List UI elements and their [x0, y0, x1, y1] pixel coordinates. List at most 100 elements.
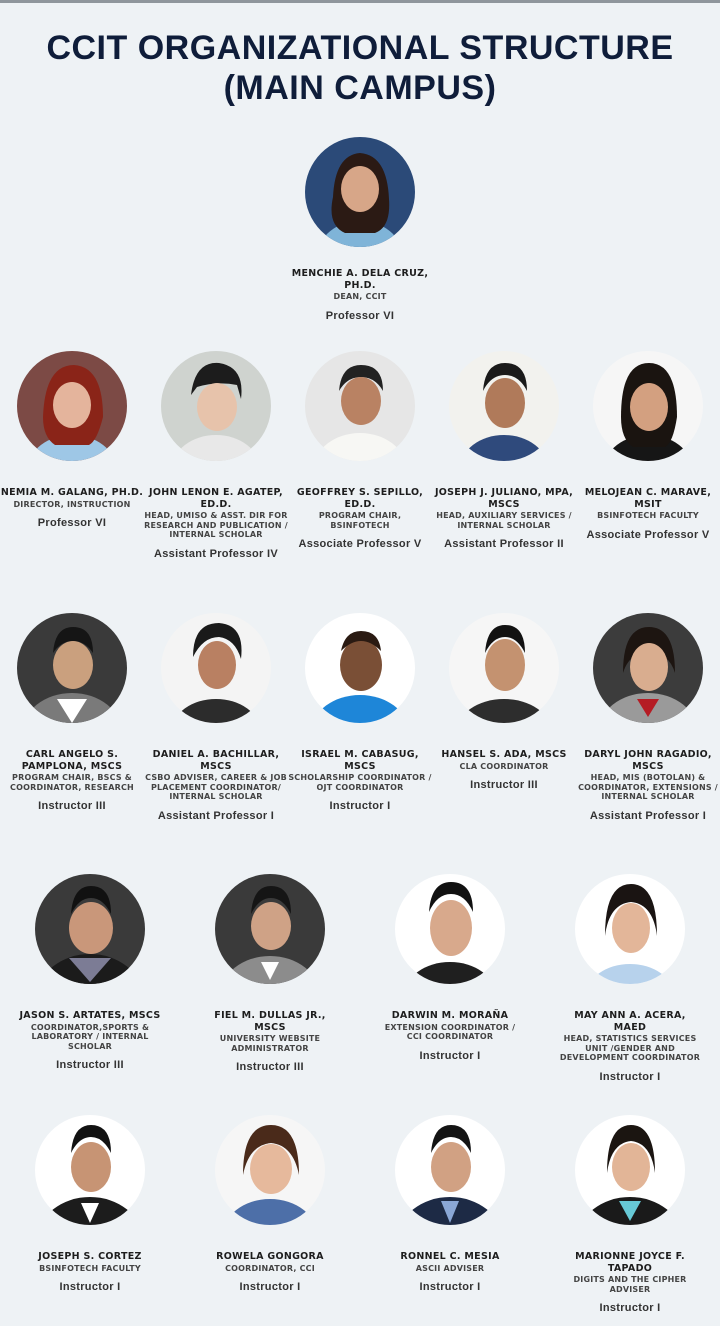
member-text: GEOFFREY S. SEPILLO, ED.D. PROGRAM CHAIR…	[288, 487, 432, 551]
member-name: DARYL JOHN RAGADIO, MSCS	[584, 749, 712, 772]
member-text: JOSEPH J. JULIANO, MPA, MSCS HEAD, AUXIL…	[432, 487, 576, 551]
member-text: JASON S. ARTATES, MSCS COORDINATOR,SPORT…	[18, 1010, 162, 1072]
member-role: HEAD, AUXILIARY SERVICES / INTERNAL SCHO…	[436, 511, 572, 530]
member-rank: Instructor I	[59, 1281, 121, 1294]
member-rank: Instructor III	[56, 1059, 124, 1072]
member-rank: Professor VI	[37, 517, 107, 530]
member-photo	[593, 351, 703, 461]
member-role: BSINFOTECH FACULTY	[597, 511, 699, 520]
member-name: HANSEL S. ADA, MSCS	[441, 749, 567, 760]
member-name: ROWELA GONGORA	[216, 1251, 324, 1262]
member-card: DARWIN M. MORAÑA EXTENSION COORDINATOR /…	[378, 874, 522, 1084]
member-role: COORDINATOR,SPORTS & LABORATORY / INTERN…	[30, 1022, 150, 1051]
member-card: DANIEL A. BACHILLAR, MSCS CSBO ADVISER, …	[144, 613, 288, 843]
member-card: GEOFFREY S. SEPILLO, ED.D. PROGRAM CHAIR…	[288, 351, 432, 581]
member-text: RONNEL C. MESIA ASCII ADVISER Instructor…	[378, 1251, 522, 1294]
member-name: ISRAEL M. CABASUG, MSCS	[301, 749, 419, 772]
member-card: JOHN LENON E. AGATEP, ED.D. HEAD, UMISO …	[144, 351, 288, 581]
member-rank: Assistant Professor IV	[154, 547, 278, 560]
member-name-text: MENCHIE A. DELA CRUZ, PH.D.	[291, 268, 429, 291]
member-photo	[575, 874, 685, 984]
member-text: MARIONNE JOYCE F. TAPADO DIGITS AND THE …	[558, 1251, 702, 1315]
dean-card: MENCHIE A. DELA CRUZ, PH.D. DEAN, CCIT P…	[288, 137, 432, 322]
member-photo	[215, 874, 325, 984]
member-name: JASON S. ARTATES, MSCS	[19, 1010, 161, 1021]
member-card: CARL ANGELO S. PAMPLONA, MSCS PROGRAM CH…	[0, 613, 144, 843]
member-role: PROGRAM CHAIR, BSINFOTECH	[318, 511, 402, 530]
member-card: RONNEL C. MESIA ASCII ADVISER Instructor…	[378, 1115, 522, 1305]
member-name: JOSEPH S. CORTEZ	[38, 1251, 142, 1262]
member-role: ASCII ADVISER	[415, 1263, 485, 1273]
member-photo	[449, 351, 559, 461]
member-role: HEAD, UMISO & ASST. DIR FOR RESEARCH AND…	[144, 511, 288, 540]
member-text: NEMIA M. GALANG, PH.D. DIRECTOR, INSTRUC…	[0, 487, 144, 530]
member-name: RONNEL C. MESIA	[400, 1251, 500, 1262]
member-card: FIEL M. DULLAS JR., MSCS UNIVERSITY WEBS…	[198, 874, 342, 1084]
member-text: DARWIN M. MORAÑA EXTENSION COORDINATOR /…	[378, 1010, 522, 1063]
member-name: NEMIA M. GALANG, PH.D.	[0, 487, 144, 498]
member-photo	[575, 1115, 685, 1225]
member-rank: Instructor I	[599, 1070, 661, 1083]
member-card: HANSEL S. ADA, MSCS CLA COORDINATOR Inst…	[432, 613, 576, 843]
member-photo	[395, 874, 505, 984]
member-photo	[17, 351, 127, 461]
member-rank: Assistant Professor I	[157, 809, 275, 822]
member-card: JOSEPH J. JULIANO, MPA, MSCS HEAD, AUXIL…	[432, 351, 576, 581]
member-rank: Instructor III	[236, 1061, 304, 1074]
dean-photo	[305, 137, 415, 247]
member-photo	[449, 613, 559, 723]
member-photo	[593, 613, 703, 723]
member-name: MARIONNE JOYCE F. TAPADO	[575, 1251, 685, 1274]
page-title: CCIT ORGANIZATIONAL STRUCTURE (MAIN CAMP…	[0, 28, 720, 108]
member-rank: Assistant Professor II	[444, 538, 564, 551]
member-rank: Instructor I	[329, 800, 391, 813]
member-card: MARIONNE JOYCE F. TAPADO DIGITS AND THE …	[558, 1115, 702, 1314]
member-photo	[161, 351, 271, 461]
member-role: DEAN, CCIT	[333, 292, 387, 301]
member-role: EXTENSION COORDINATOR / CCI COORDINATOR	[384, 1022, 516, 1042]
member-photo	[161, 613, 271, 723]
member-text: MAY ANN A. ACERA, MAED HEAD, STATISTICS …	[558, 1010, 702, 1084]
member-name: MELOJEAN C. MARAVE, MSIT	[584, 487, 712, 510]
member-rank: Instructor I	[239, 1281, 301, 1294]
member-name: GEOFFREY S. SEPILLO, ED.D.	[296, 487, 424, 510]
member-text: JOHN LENON E. AGATEP, ED.D. HEAD, UMISO …	[144, 487, 288, 561]
member-photo	[305, 613, 415, 723]
member-card: DARYL JOHN RAGADIO, MSCS HEAD, MIS (BOTO…	[576, 613, 720, 843]
member-name: DANIEL A. BACHILLAR, MSCS	[152, 749, 280, 772]
member-card: MELOJEAN C. MARAVE, MSIT BSINFOTECH FACU…	[576, 351, 720, 581]
member-photo	[35, 1115, 145, 1225]
member-text: MELOJEAN C. MARAVE, MSIT BSINFOTECH FACU…	[576, 487, 720, 542]
member-rank: Assistant Professor I	[589, 809, 707, 822]
member-text: FIEL M. DULLAS JR., MSCS UNIVERSITY WEBS…	[198, 1010, 342, 1074]
member-card: ISRAEL M. CABASUG, MSCS SCHOLARSHIP COOR…	[288, 613, 432, 843]
member-photo	[395, 1115, 505, 1225]
member-role: HEAD, MIS (BOTOLAN) & COORDINATOR, EXTEN…	[578, 773, 718, 802]
member-role: COORDINATOR, CCI	[225, 1263, 315, 1273]
member-name: DARWIN M. MORAÑA	[391, 1010, 509, 1021]
member-name: MENCHIE A. DELA CRUZ, PH.D. DEAN, CCIT P…	[288, 268, 432, 323]
member-rank: Instructor III	[470, 779, 538, 792]
member-role: CSBO ADVISER, CAREER & JOB PLACEMENT COO…	[145, 773, 287, 802]
member-role: SCHOLARSHIP COORDINATOR / OJT COORDINATO…	[288, 773, 432, 792]
member-role: DIGITS AND THE CIPHER ADVISER	[573, 1275, 687, 1294]
member-text: JOSEPH S. CORTEZ BSINFOTECH FACULTY Inst…	[18, 1251, 162, 1294]
member-card: MAY ANN A. ACERA, MAED HEAD, STATISTICS …	[558, 874, 702, 1084]
member-rank: Instructor I	[419, 1281, 481, 1294]
member-card: JASON S. ARTATES, MSCS COORDINATOR,SPORT…	[18, 874, 162, 1084]
member-rank: Associate Professor V	[586, 528, 710, 541]
member-photo	[17, 613, 127, 723]
member-rank: Instructor I	[419, 1049, 481, 1062]
member-role: CLA COORDINATOR	[459, 761, 549, 771]
member-photo	[305, 351, 415, 461]
member-text: ISRAEL M. CABASUG, MSCS SCHOLARSHIP COOR…	[288, 749, 432, 813]
member-role: DIRECTOR, INSTRUCTION	[13, 499, 131, 509]
member-name: JOSEPH J. JULIANO, MPA, MSCS	[434, 487, 574, 510]
member-photo	[215, 1115, 325, 1225]
page-title-line2: (MAIN CAMPUS)	[223, 69, 497, 107]
member-rank: Instructor III	[38, 800, 106, 813]
member-name: JOHN LENON E. AGATEP, ED.D.	[149, 487, 283, 510]
member-photo	[35, 874, 145, 984]
member-role: BSINFOTECH FACULTY	[39, 1263, 141, 1273]
member-role: HEAD, STATISTICS SERVICES UNIT /GENDER A…	[559, 1034, 701, 1063]
